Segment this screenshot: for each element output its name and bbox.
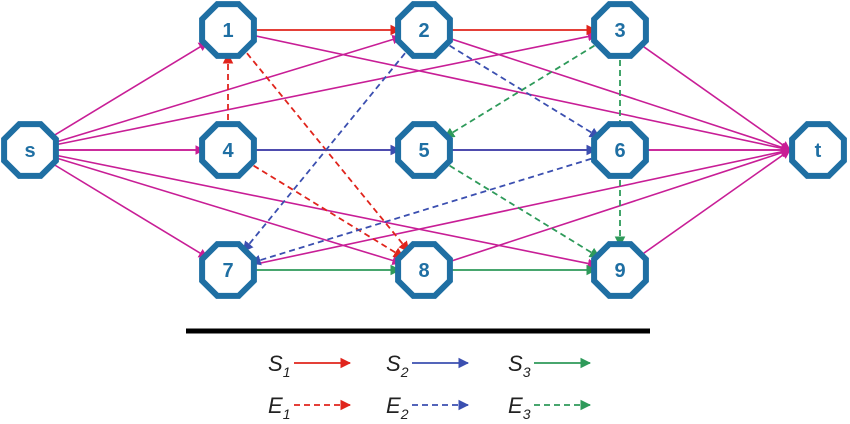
node-label: 4: [222, 140, 234, 162]
node-octagon: [789, 121, 847, 179]
edge-s-to-9: [29, 149, 598, 269]
node-8: 8: [395, 241, 453, 299]
edge-s-to-2: [29, 34, 402, 151]
node-octagon: [199, 1, 257, 59]
edge-2-to-7-E2: [242, 29, 425, 253]
edge-7-to-t: [227, 147, 791, 271]
legend-label: S2: [386, 351, 409, 380]
node-label: s: [24, 140, 35, 162]
node-4: 4: [199, 121, 257, 179]
node-label: t: [815, 140, 822, 162]
node-octagon: [591, 121, 649, 179]
node-octagon: [395, 1, 453, 59]
edge-3-to-5-E3: [443, 29, 621, 139]
node-label: 2: [418, 20, 429, 42]
node-octagon: [199, 241, 257, 299]
node-6: 6: [591, 121, 649, 179]
edge-2-to-t: [423, 29, 791, 152]
legend-label: E1: [268, 393, 290, 422]
legend-item-E3: E3: [508, 393, 592, 422]
node-octagon: [199, 121, 257, 179]
edge-4-to-8-E1: [227, 149, 405, 259]
node-3: 3: [591, 1, 649, 59]
legend-label: S3: [508, 351, 531, 380]
edge-s-to-7: [29, 149, 209, 259]
node-octagon: [591, 1, 649, 59]
edge-1-to-8-E1: [227, 29, 410, 253]
legend-label: E3: [508, 393, 531, 422]
edge-s-to-1: [29, 41, 209, 151]
edge-s-to-3: [29, 31, 598, 151]
node-2: 2: [395, 1, 453, 59]
node-label: 8: [418, 260, 429, 282]
edge-8-to-t: [423, 148, 791, 271]
node-label: 9: [614, 260, 625, 282]
edge-6-to-7-E2: [249, 149, 621, 266]
edge-s-to-8: [29, 149, 402, 266]
node-label: 7: [222, 260, 233, 282]
nodes-layer: s 1 2 3 4 5 6 7 8 9 t: [1, 1, 847, 299]
edge-9-to-t: [619, 149, 791, 271]
node-octagon: [395, 241, 453, 299]
edge-1-to-t: [227, 29, 791, 153]
legend-item-S3: S3: [508, 351, 592, 380]
node-label: 1: [222, 20, 233, 42]
edge-2-to-6-E2: [423, 29, 601, 139]
node-label: 5: [418, 140, 429, 162]
node-label: 6: [614, 140, 625, 162]
node-octagon: [1, 121, 59, 179]
node-label: 3: [614, 20, 625, 42]
node-5: 5: [395, 121, 453, 179]
legend-label: E2: [386, 393, 409, 422]
legend-item-E1: E1: [268, 393, 352, 422]
node-t: t: [789, 121, 847, 179]
node-s: s: [1, 121, 59, 179]
edge-5-to-9-E3: [423, 149, 601, 259]
legend-item-S1: S1: [268, 351, 352, 380]
node-1: 1: [199, 1, 257, 59]
legend-item-S2: S2: [386, 351, 470, 380]
edge-3-to-t: [619, 29, 791, 151]
legend-label: S1: [268, 351, 290, 380]
node-octagon: [395, 121, 453, 179]
node-7: 7: [199, 241, 257, 299]
node-9: 9: [591, 241, 649, 299]
node-octagon: [591, 241, 649, 299]
legend-item-E2: E2: [386, 393, 470, 422]
